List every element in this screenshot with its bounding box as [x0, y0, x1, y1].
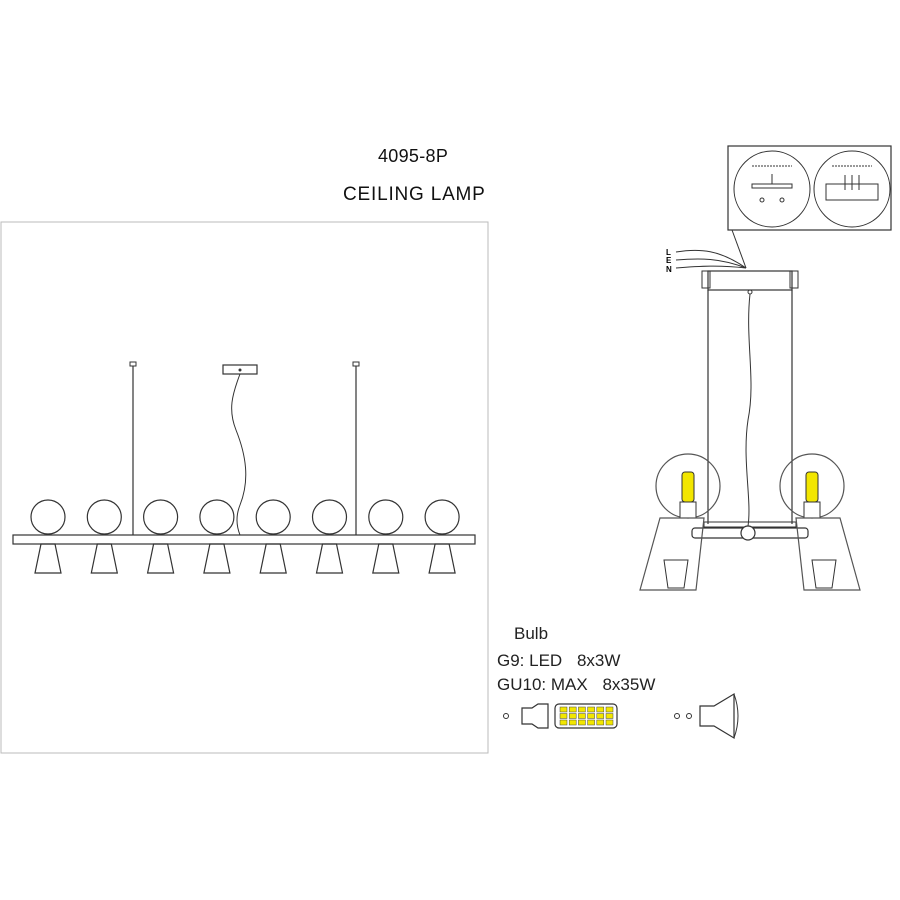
led-chip — [596, 706, 605, 713]
cone-shade-1 — [34, 543, 62, 574]
led-chip — [559, 713, 568, 719]
gu10-pin-dot-a — [674, 713, 680, 719]
globe-3 — [143, 499, 179, 535]
led-chip — [578, 713, 586, 719]
cone-shade-2 — [90, 543, 119, 574]
front-view-panel — [0, 221, 489, 754]
socket-right — [803, 501, 821, 519]
gu10-bulb-illustration — [674, 692, 739, 740]
spec-g9-socket: G9: — [497, 651, 525, 670]
side-view: L E N — [639, 145, 892, 591]
power-cable — [231, 373, 247, 536]
led-chip — [587, 719, 595, 726]
screw-left-a — [759, 197, 765, 203]
center-hub — [740, 525, 756, 541]
g9-bulb-illustration — [503, 703, 618, 729]
led-chip — [578, 706, 586, 713]
gu10-lens — [733, 693, 739, 739]
main-bar — [12, 534, 476, 545]
globe-1 — [30, 499, 66, 535]
detail-pointer — [731, 229, 747, 269]
led-chip — [578, 719, 586, 726]
product-title: CEILING LAMP — [343, 184, 486, 205]
globe-8 — [424, 499, 460, 535]
shade-right — [795, 517, 861, 591]
lamp-heads — [30, 499, 460, 574]
cable-grommet — [747, 289, 753, 295]
canopy-bracket-left — [701, 270, 711, 289]
gu10-body — [699, 692, 735, 740]
side-cable — [745, 293, 752, 527]
wire-n — [675, 265, 747, 269]
wire-e — [675, 258, 747, 269]
g9-base — [521, 703, 549, 729]
rod-clip-right — [352, 361, 360, 367]
detail-circle-left — [733, 150, 811, 228]
gu10-bulb-left — [663, 559, 689, 589]
wire-l — [675, 249, 747, 269]
led-chip — [559, 706, 568, 713]
cone-shade-5 — [259, 543, 287, 574]
side-canopy — [707, 270, 793, 291]
led-chip — [605, 719, 614, 726]
canopy-screw — [238, 368, 242, 372]
g9-pin-dot — [503, 713, 509, 719]
canopy-bracket-right — [789, 270, 799, 289]
led-chip — [596, 719, 605, 726]
mounting-detail-box — [727, 145, 892, 231]
spec-g9-type: LED — [529, 651, 563, 670]
spec-gu10: GU10: MAX 8x35W — [497, 675, 655, 695]
globe-7 — [368, 499, 404, 535]
bulb-heading: Bulb — [514, 624, 549, 643]
wire-label-l: L — [666, 248, 671, 257]
led-chip — [568, 706, 577, 713]
globe-6 — [311, 499, 348, 535]
led-chip — [587, 706, 595, 713]
shade-left — [639, 517, 705, 591]
spec-gu10-type: MAX — [550, 675, 588, 694]
led-chip — [605, 713, 614, 719]
globe-5 — [255, 499, 291, 535]
spec-g9: G9: LED 8x3W — [497, 651, 620, 671]
led-chip — [568, 719, 577, 726]
socket-left — [679, 501, 697, 519]
gu10-pin-dot-b — [686, 713, 692, 719]
gu10-bulb-right — [811, 559, 837, 589]
spec-gu10-rating: 8x35W — [602, 675, 656, 694]
led-chip — [605, 706, 614, 713]
g9-bulb-right — [805, 471, 819, 503]
screw-left-b — [779, 197, 785, 203]
model-number: 4095-8P — [378, 146, 449, 166]
wire-label-n: N — [666, 265, 672, 274]
cone-shade-3 — [146, 543, 175, 574]
spec-g9-rating: 8x3W — [576, 651, 621, 670]
wire-label-e: E — [666, 256, 672, 265]
led-chip — [587, 713, 595, 719]
g9-bulb-left — [681, 471, 695, 503]
detail-circle-right — [813, 150, 891, 228]
led-chip — [568, 713, 577, 719]
spec-gu10-socket: GU10: — [497, 675, 547, 694]
cone-shade-4 — [203, 543, 231, 574]
rod-clip-left — [129, 361, 137, 367]
bracket-left — [751, 183, 793, 189]
led-chip — [559, 719, 568, 726]
cone-shade-8 — [428, 543, 456, 574]
cone-shade-6 — [315, 543, 344, 574]
g9-led-grid — [559, 706, 614, 726]
cone-shade-7 — [372, 543, 400, 574]
led-chip — [596, 713, 605, 719]
globe-4 — [199, 499, 235, 535]
globe-2 — [86, 499, 122, 535]
